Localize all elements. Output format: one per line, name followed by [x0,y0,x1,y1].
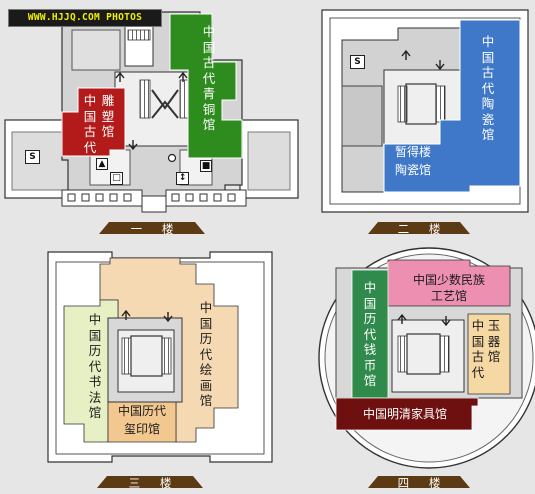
floor3-painting-label: 中国历代绘画馆 [199,300,213,408]
floor3-seal-label-1: 中国历代 [117,404,166,418]
floor4-furniture-hall [335,397,479,431]
floor4-jade-hall [467,313,511,395]
restroom-icon-east: ■ [200,160,212,172]
watermark: WWW.HJJQ.COM PHOTOS [8,9,162,27]
floor4-steps-left [397,335,408,373]
floor1-tag-label: 一 楼 [130,222,182,236]
floor-tag-shapes [97,222,470,488]
floor1-atrium-stair-left [151,89,179,110]
floor4-ethnic-label-1: 中国少数民族 [412,273,485,287]
floor1-sculpture-hall [61,87,126,157]
floor4-ancient-label: 中国古代 [471,318,485,380]
floor2-up-arrow [401,49,411,60]
floor3-up-arrow [121,309,131,320]
floor1-atrium-stair-right [151,100,179,119]
floor1-up-arrow-left [115,71,125,82]
floor1-sculpture-label: 雕塑馆 [101,93,115,139]
floor4-steps-right [439,335,450,373]
floor3-calligraphy-label: 中国历代书法馆 [88,312,102,420]
floor1-atrium-steps-left [139,79,151,119]
floor2-tag-label: 二 楼 [397,222,449,236]
floor4-ethnic-label-2: 工艺馆 [430,289,467,303]
floor1-ancient-label: 中国古代 [83,93,97,155]
floor1-entrance-doors [67,193,236,202]
floor2-temp-label-1: 暂得楼 [394,145,431,159]
floor4-tag-shape [368,476,470,488]
floor1-info-dot [167,153,177,163]
shop-icon-floor2: S [350,55,365,69]
shop-icon: S [25,150,40,164]
floor3-seal-label-2: 玺印馆 [123,422,160,436]
floor2-west-room [341,85,383,147]
floor4-up-arrow [397,313,407,324]
floor4-furniture-label: 中国明清家具馆 [362,407,447,421]
elevator-icon: □ [110,172,123,185]
floor4-coin-label: 中国历代钱币馆 [363,280,377,388]
floor3-tag-label: 三 楼 [128,476,180,490]
floor2-porcelain-label: 中国古代陶瓷馆 [481,34,495,142]
floor2-porcelain-hall [383,19,521,193]
floor2-down-arrow [435,60,445,71]
floor3-tag: 三 楼 [97,473,203,493]
floor1-tag: 一 楼 [99,219,205,239]
floor2-atrium-core [405,83,437,125]
floor4-coin-hall [351,262,389,399]
floor1-up-arrow-right [178,71,188,82]
floor4-atrium-core [406,333,441,375]
floor1-east-inner [247,131,291,191]
floor3-steps-left [121,337,132,375]
floor3-steps-right [161,337,172,375]
restroom-icon: ▲ [96,158,108,170]
floor3-atrium-core [130,335,163,377]
floor2-plan [321,9,529,213]
floor1-down-arrow [128,140,138,151]
floor1-bronze-hall [169,13,243,159]
floor2-temp-label-2: 陶瓷馆 [394,163,431,177]
floor4-down-arrow [441,316,451,327]
floor1-bronze-label: 中国古代青铜馆 [202,24,216,132]
floor2-steps-left [397,85,408,123]
floor1-plan [4,11,299,213]
floor3-tag-shape [97,476,203,488]
floor1-northwest-room [71,29,121,71]
floor2-tag: 二 楼 [366,219,472,239]
floor1-north-stair-hall [124,19,154,67]
floor1-tag-shape [99,222,205,234]
floor2-tag-shape [368,222,470,234]
floor4-tag: 四 楼 [366,473,472,493]
floor1-north-steps [127,29,151,41]
stairs-icon: ↕ [176,172,189,185]
floor3-down-arrow [163,312,173,323]
floor3-plan [47,251,273,463]
floor4-plan [318,247,535,469]
floor4-tag-label: 四 楼 [397,476,449,490]
floor2-steps-right [435,85,446,123]
floor1-main-gate [141,195,167,213]
floor4-jade-label: 玉器馆 [487,318,501,364]
